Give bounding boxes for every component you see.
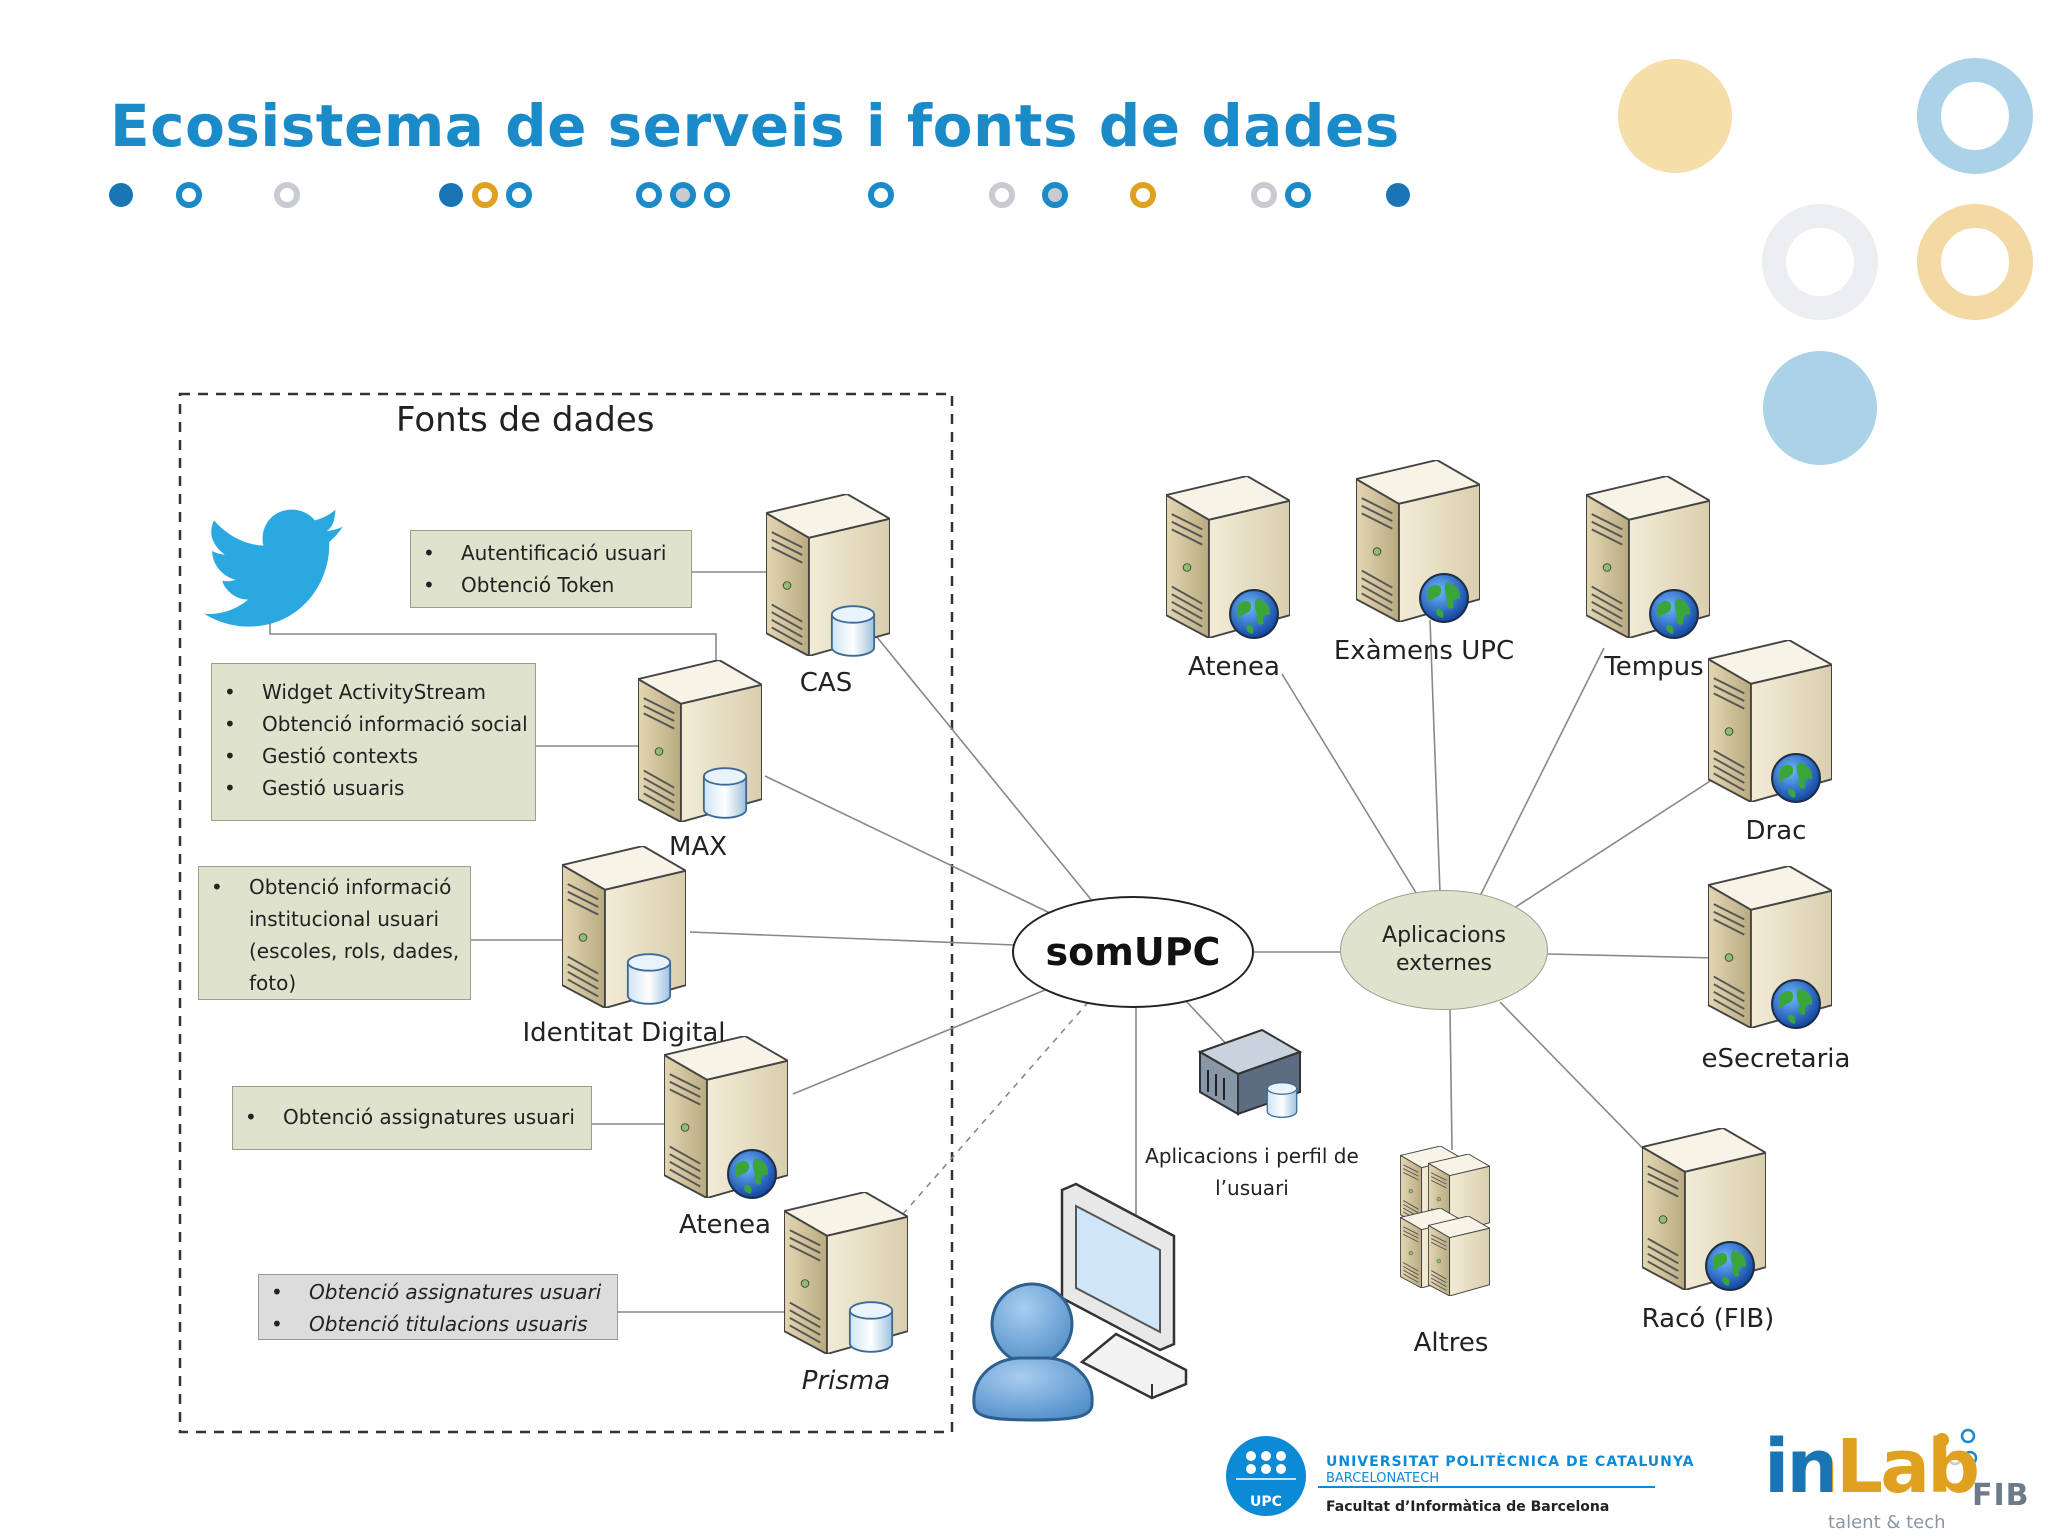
deco-ring-grey bbox=[1762, 204, 1878, 320]
box-prisma-item: Obtenció assignatures usuari bbox=[259, 1276, 617, 1308]
fonts-de-dades-frame bbox=[178, 392, 954, 1434]
label-esecretaria: eSecretaria bbox=[1701, 1044, 1851, 1074]
label-altres: Altres bbox=[1413, 1328, 1489, 1358]
box-prisma: Obtenció assignatures usuari Obtenció ti… bbox=[258, 1274, 618, 1340]
edge-atenea-src-somupc bbox=[792, 989, 1046, 1095]
label-prisma: Prisma bbox=[801, 1366, 891, 1396]
edge-prisma-somupc bbox=[902, 999, 1091, 1215]
edge-hub-drac bbox=[1513, 775, 1719, 909]
label-atenea-src: Atenea bbox=[679, 1210, 771, 1240]
edge-hub-esecretaria bbox=[1547, 953, 1717, 959]
server-atenea-ext-icon bbox=[1166, 476, 1290, 639]
server-examens-icon bbox=[1356, 460, 1480, 623]
server-esecretaria-icon bbox=[1708, 866, 1832, 1029]
edge-identitat-somupc bbox=[689, 931, 1016, 946]
node-somupc[interactable]: somUPC bbox=[1012, 896, 1254, 1008]
edge-twitter-max bbox=[269, 620, 717, 666]
server-identitat-icon bbox=[562, 846, 686, 1008]
box-max: Widget ActivityStream Obtenció informaci… bbox=[211, 663, 536, 821]
label-examens: Exàmens UPC bbox=[1333, 636, 1515, 666]
title-dot-row bbox=[109, 182, 1410, 208]
user-person-icon bbox=[972, 1282, 1094, 1422]
box-cas: Autentificació usuari Obtenció Token bbox=[410, 530, 692, 608]
deco-ring-blue bbox=[1917, 58, 2033, 174]
server-drac-icon bbox=[1708, 640, 1832, 803]
connections bbox=[269, 571, 1719, 1313]
label-tempus: Tempus bbox=[1604, 652, 1704, 682]
edge-hub-tempus bbox=[1479, 647, 1605, 897]
label-drac: Drac bbox=[1745, 816, 1807, 846]
box-atenea: Obtenció assignatures usuari bbox=[232, 1086, 592, 1150]
label-cas: CAS bbox=[799, 668, 853, 698]
label-user-apps: Aplicacions i perfil de l’usuari bbox=[1145, 1144, 1359, 1200]
node-aplicacions-externes[interactable]: Aplicacions externes bbox=[1340, 890, 1548, 1010]
user-apps-device-icon bbox=[1197, 1028, 1303, 1118]
edge-max-somupc bbox=[764, 775, 1053, 915]
upc-logo-badge: UPC bbox=[1250, 1494, 1282, 1510]
edge-hub-atenea bbox=[1281, 673, 1419, 897]
server-tempus-icon bbox=[1586, 476, 1710, 639]
box-prisma-item: Obtenció titulacions usuaris bbox=[259, 1308, 617, 1340]
label-raco: Racó (FIB) bbox=[1641, 1304, 1775, 1334]
server-raco-icon bbox=[1642, 1128, 1766, 1291]
box-cas-item: Obtenció Token bbox=[411, 569, 691, 601]
box-atenea-item: Obtenció assignatures usuari bbox=[233, 1101, 591, 1133]
node-somupc-label: somUPC bbox=[1045, 930, 1221, 974]
deco-circle-blue-solid bbox=[1763, 351, 1877, 465]
edge-hub-examens bbox=[1429, 619, 1441, 893]
upc-logo-emblem bbox=[1226, 1436, 1306, 1516]
inlab-tagline: talent & tech bbox=[1828, 1512, 1946, 1533]
decorative-circles bbox=[1618, 58, 2033, 465]
edge-hub-raco bbox=[1499, 1001, 1661, 1167]
box-identitat-item: Obtenció informació institucional usuari… bbox=[199, 871, 462, 999]
inlab-logo: inLab bbox=[1764, 1430, 1980, 1504]
page-title: Ecosistema de serveis i fonts de dades bbox=[110, 92, 1400, 160]
edge-userapps-somupc bbox=[1184, 999, 1233, 1051]
box-cas-item: Autentificació usuari bbox=[411, 537, 691, 569]
server-cas-icon bbox=[766, 494, 890, 657]
server-atenea-src-icon bbox=[664, 1036, 788, 1199]
server-max-icon bbox=[638, 660, 762, 822]
box-max-item: Gestió usuaris bbox=[212, 772, 535, 804]
label-max: MAX bbox=[668, 832, 728, 862]
box-identitat: Obtenció informació institucional usuari… bbox=[198, 866, 471, 1000]
server-prisma-icon bbox=[784, 1192, 908, 1354]
edge-hub-altres bbox=[1449, 1009, 1453, 1151]
deco-ring-orange bbox=[1917, 204, 2033, 320]
node-aplicacions-externes-label: Aplicacions externes bbox=[1382, 923, 1506, 976]
box-max-item: Widget ActivityStream bbox=[212, 676, 535, 708]
fonts-de-dades-title: Fonts de dades bbox=[396, 400, 655, 440]
fib-logo-text: FIB bbox=[1972, 1478, 2030, 1513]
monitor-icon bbox=[1060, 1182, 1188, 1400]
edge-cas-somupc bbox=[875, 635, 1094, 903]
label-identitat: Identitat Digital bbox=[522, 1018, 726, 1048]
upc-logo-sub: BARCELONATECH bbox=[1326, 1471, 1440, 1486]
upc-logo-faculty: Facultat d’Informàtica de Barcelona bbox=[1326, 1499, 1610, 1515]
upc-logo-name: UNIVERSITAT POLITÈCNICA DE CATALUNYA bbox=[1326, 1454, 1695, 1470]
inlab-logo-text: inLab bbox=[1764, 1424, 1980, 1510]
twitter-bird-icon bbox=[203, 509, 343, 627]
box-max-item: Obtenció informació social bbox=[212, 708, 535, 740]
server-cluster-altres-icon bbox=[1400, 1146, 1490, 1296]
label-atenea-ext: Atenea bbox=[1188, 652, 1280, 682]
inlab-logo-dots bbox=[1935, 1428, 1978, 1466]
box-max-item: Gestió contexts bbox=[212, 740, 535, 772]
deco-circle-orange-solid bbox=[1618, 59, 1732, 173]
